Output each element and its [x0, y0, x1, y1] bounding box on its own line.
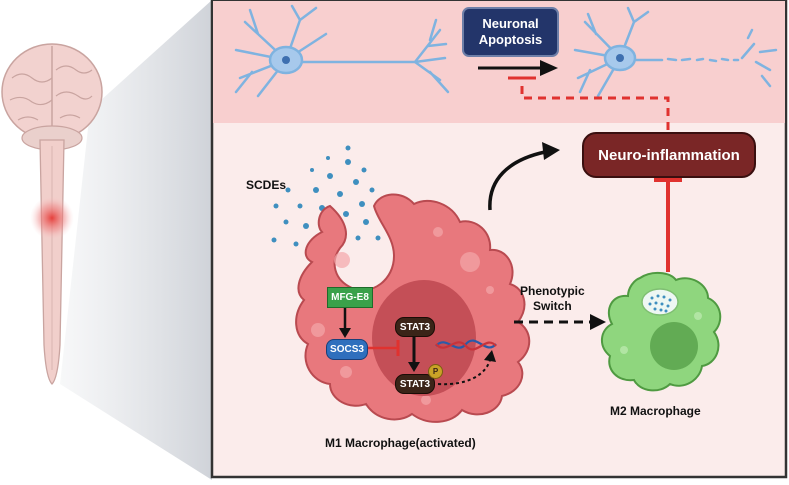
neuronal-apoptosis-box: Neuronal Apoptosis: [462, 7, 559, 57]
m1-macrophage-cell: [295, 193, 531, 423]
zoom-projection: [60, 0, 212, 480]
inflammation-arrow: [488, 150, 546, 211]
m1-macrophage-label: M1 Macrophage(activated): [325, 436, 476, 450]
phenotypic-switch-label: Phenotypic Switch: [520, 284, 585, 314]
m1-nucleus: [372, 280, 476, 396]
brain-spinal-cord-illustration: [1, 0, 212, 480]
neuronal-apoptosis-line2: Apoptosis: [478, 32, 543, 47]
socs3-pill: SOCS3: [326, 339, 368, 360]
mfge8-box: MFG-E8: [327, 287, 373, 308]
m2-inhibition-line: [654, 178, 682, 272]
inhibition-dashed-line: [508, 76, 670, 130]
healthy-neuron-icon: [234, 4, 450, 98]
m1-pathway-arrows: [339, 308, 496, 386]
zoom-panel: [210, 0, 788, 479]
neuroinflammation-label: Neuro-inflammation: [598, 146, 740, 164]
stat3-top-pill: STAT3: [395, 317, 435, 337]
phenotypic-line1: Phenotypic: [520, 284, 585, 298]
phagosome-icon: [641, 288, 679, 316]
m2-macrophage-label: M2 Macrophage: [610, 404, 701, 418]
mfge8-label: MFG-E8: [331, 292, 369, 303]
m2-macrophage-cell: [601, 272, 722, 392]
phosphate-badge: P: [428, 364, 443, 379]
dna-icon: [435, 339, 497, 351]
socs3-label: SOCS3: [330, 344, 364, 355]
phosphate-label: P: [432, 367, 439, 376]
phenotypic-line2: Switch: [533, 299, 572, 313]
injury-site-highlight: [30, 196, 74, 240]
m2-nucleus: [650, 322, 698, 370]
stat3-bottom-pill: STAT3: [395, 374, 435, 394]
brain-icon: [1, 43, 103, 151]
neuroinflammation-box: Neuro-inflammation: [582, 132, 756, 178]
apoptotic-neuron-icon: [573, 6, 778, 98]
scdes-label: SCDEs: [246, 178, 287, 192]
stat3-bottom-label: STAT3: [399, 378, 431, 390]
neuronal-apoptosis-line1: Neuronal: [482, 16, 539, 31]
stat3-top-label: STAT3: [399, 321, 431, 333]
spinal-cord-icon: [39, 139, 65, 385]
